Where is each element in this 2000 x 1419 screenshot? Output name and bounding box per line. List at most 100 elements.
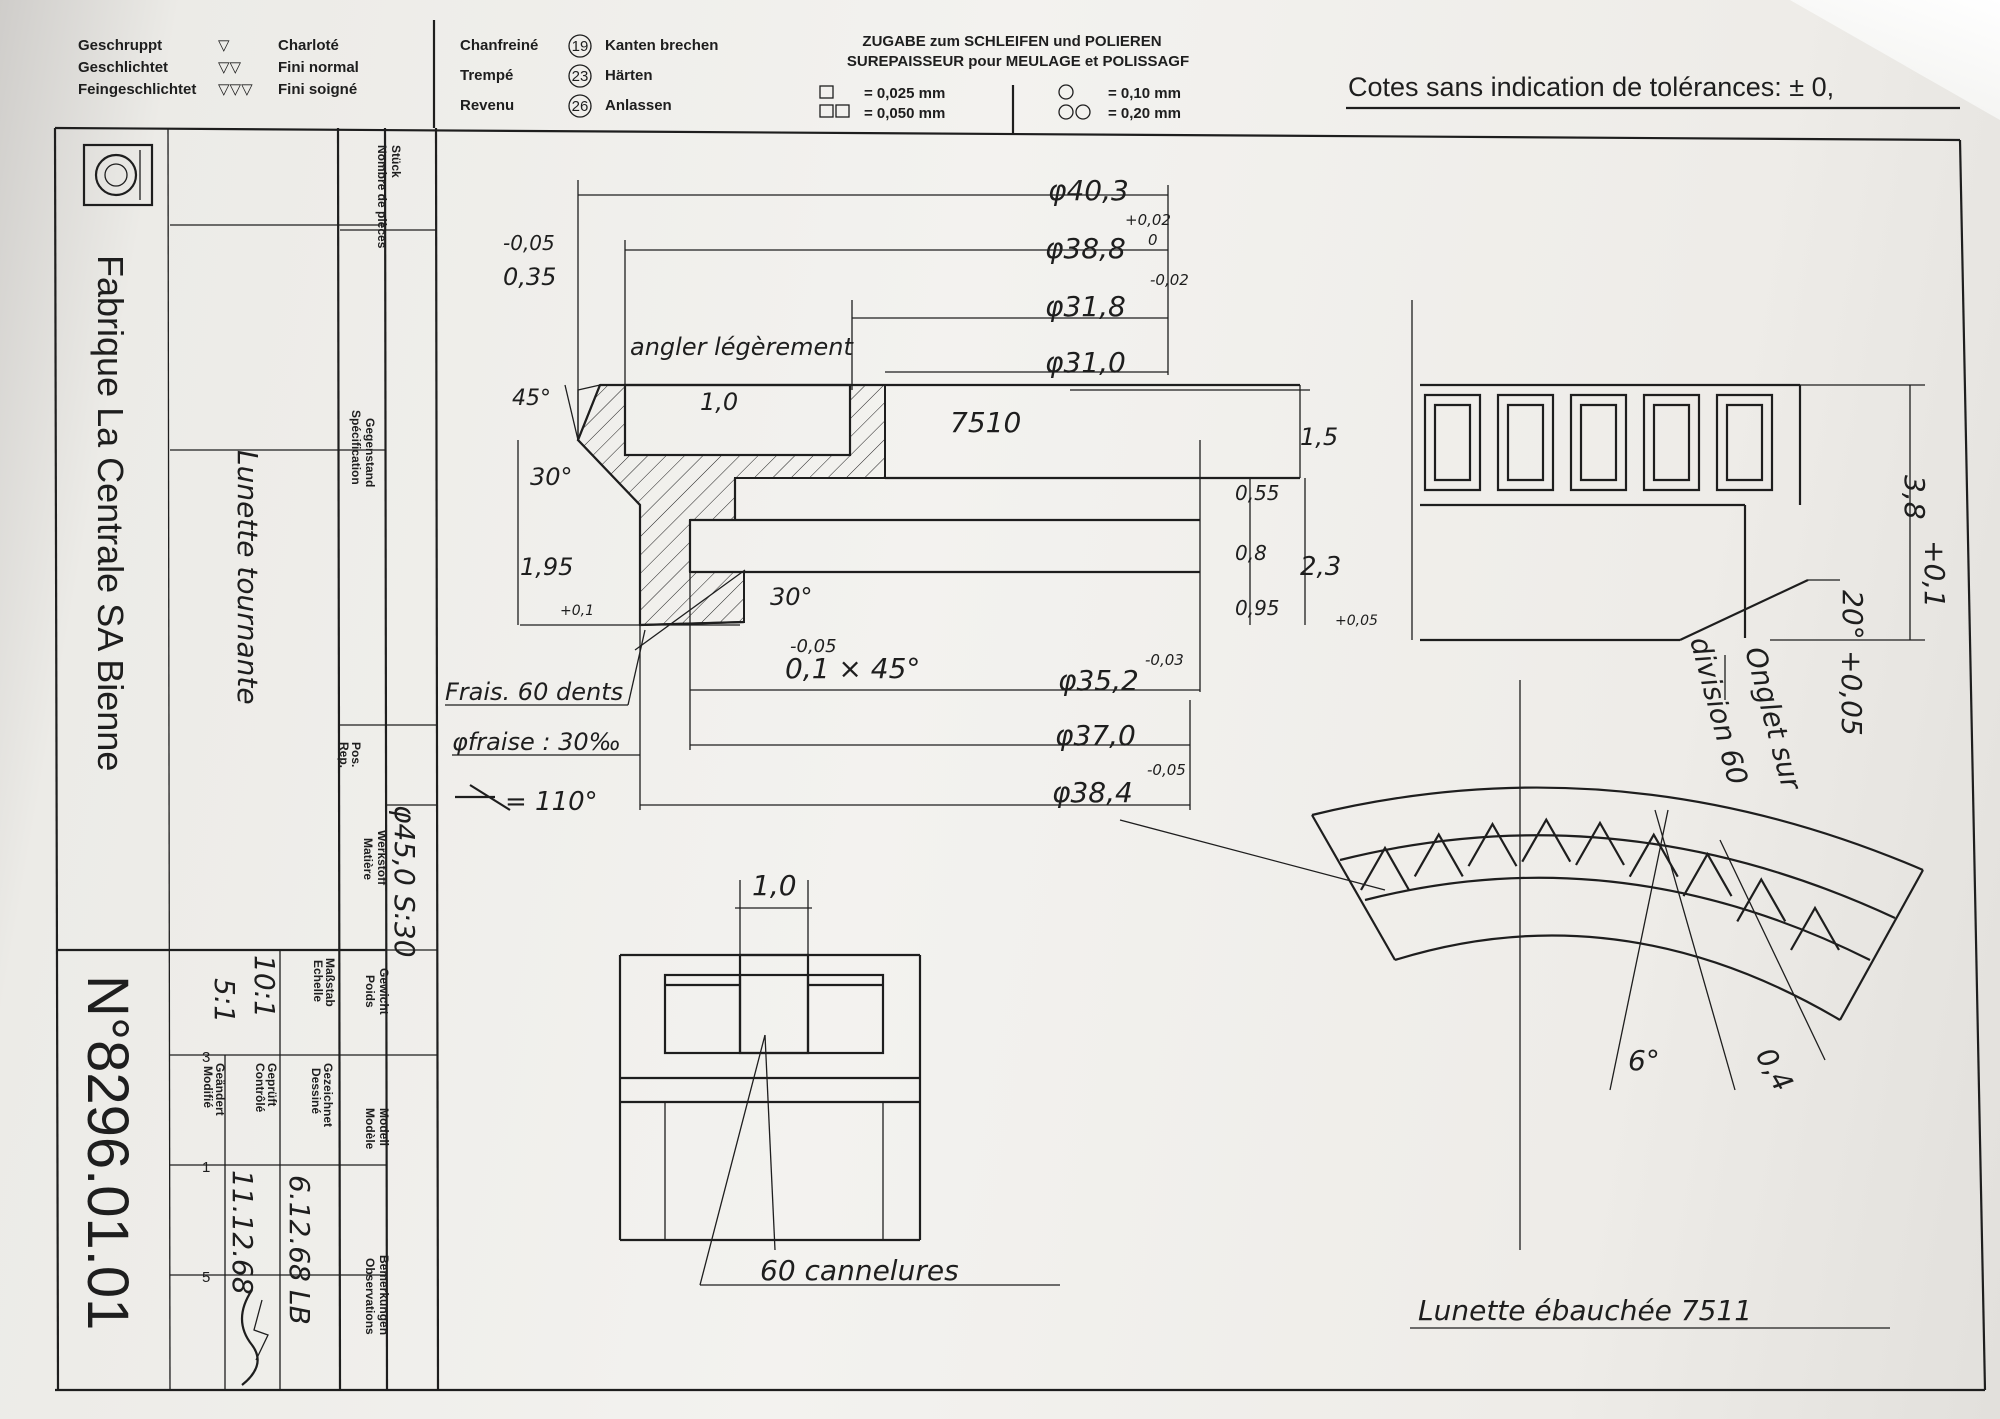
section-view: φ40,3 φ38,8 φ31,8 φ31,0 φ35,2 φ37,0 φ38,…: [445, 174, 1378, 817]
ref-part-7510: 7510: [950, 406, 1021, 439]
svg-text:Rep.: Rep.: [337, 742, 351, 768]
op-circle-3: [568, 94, 592, 118]
label-pos: Pos.: [349, 742, 363, 767]
svg-text:Matière: Matière: [361, 838, 375, 880]
arc-dim: 0,4: [1749, 1042, 1800, 1097]
blank-view: 3,8 +0,1 20° +0,05 Onglet sur division 6…: [1410, 300, 1951, 1329]
finish-fr-2: Fini normal: [278, 59, 359, 76]
finish-fr-1: Charloté: [278, 37, 339, 54]
label-rep: Rep.: [337, 742, 351, 768]
dim-005-b: -0,05: [790, 636, 837, 657]
label-controle: Contrôlé: [253, 1063, 267, 1113]
label-observations: Observations: [363, 1258, 377, 1335]
svg-text:Poids: Poids: [363, 975, 377, 1008]
company-name: Fabrique La Centrale SA Bienne: [90, 255, 131, 771]
finish-mark-1: ▽: [218, 37, 230, 54]
label-echelle: Echelle: [311, 960, 325, 1002]
svg-text:Echelle: Echelle: [311, 960, 325, 1002]
frame-top: [54, 126, 1961, 142]
svg-text:Bemerkungen: Bemerkungen: [377, 1255, 391, 1335]
allowance-title-fr: SUREPAISSEUR pour MEULAGE et POLISSAGF: [847, 53, 1189, 70]
chamfer-note: angler légèrement: [630, 333, 855, 361]
svg-text:Lunette tournante: Lunette tournante: [231, 450, 264, 705]
dim-d352: φ35,2: [1058, 664, 1139, 697]
finish-de-3: Feingeschlichtet: [78, 81, 196, 98]
label-geprueft: Geprüft: [265, 1063, 279, 1106]
note-fraise: φfraise : 30‰: [452, 728, 621, 756]
op-fr-2: Trempé: [460, 67, 513, 84]
dim-d403: φ40,3: [1048, 174, 1129, 207]
allowance-legend: ZUGABE zum SCHLEIFEN und POLIEREN SUREPA…: [819, 33, 1189, 133]
tol-4: -0,03: [1145, 651, 1184, 669]
allowance-3: = 0,10 mm: [1108, 85, 1181, 102]
frame-left: [53, 127, 60, 1391]
dim-30deg-b: 30°: [770, 583, 813, 611]
circle-symbol-1: [1058, 84, 1074, 100]
initials: LB: [283, 1290, 316, 1325]
allowance-2: = 0,050 mm: [864, 105, 945, 122]
label-werkstoff: Werkstoff: [375, 830, 389, 886]
blank-angle-tol: +0,05: [1835, 650, 1868, 736]
arc-tooth: [1575, 820, 1625, 866]
label-dessine: Dessiné: [309, 1068, 323, 1114]
op-num-3: 26: [572, 98, 589, 115]
label-specification: Spécification: [349, 410, 363, 485]
cannelure-width: 1,0: [752, 869, 797, 902]
op-num-1: 19: [572, 38, 589, 55]
svg-text:Contrôlé: Contrôlé: [253, 1063, 267, 1113]
blank-tooth: [1569, 393, 1628, 492]
label-stueck: Stück: [389, 145, 403, 178]
scale-1: 10:1: [248, 955, 281, 1018]
svg-text:Spécification: Spécification: [349, 410, 363, 485]
op-de-3: Anlassen: [605, 97, 672, 114]
dim-d318: φ31,8: [1045, 290, 1126, 323]
signature: [240, 1289, 259, 1386]
arc-tooth: [1521, 817, 1572, 863]
date-drawn: 6.12.68: [283, 1175, 316, 1282]
op-de-1: Kanten brechen: [605, 37, 718, 54]
label-gegenstand: Gegenstand: [363, 418, 377, 487]
cannelures-label: 60 cannelures: [760, 1254, 959, 1287]
operations-legend: Chanfreiné Trempé Revenu 19 23 26 Kanten…: [460, 34, 718, 118]
svg-text:Nombre de pièces: Nombre de pièces: [375, 145, 389, 249]
finish-de-1: Geschruppt: [78, 37, 162, 54]
frame-right: [1958, 139, 1987, 1391]
svg-text:11.12.68: 11.12.68: [226, 1170, 259, 1295]
op-num-2: 23: [572, 68, 589, 85]
arc-teeth: [1360, 817, 1840, 951]
arc-tooth: [1736, 877, 1787, 922]
blank-tooth: [1715, 393, 1774, 492]
drawing-number: N°8296.01.01: [75, 975, 140, 1330]
svg-text:Modell: Modell: [377, 1108, 391, 1146]
finish-de-2: Geschlichtet: [78, 59, 168, 76]
svg-text:Observations: Observations: [363, 1258, 377, 1335]
square-symbol-2a: [819, 104, 834, 118]
svg-text:φ45,0 S:30: φ45,0 S:30: [388, 805, 421, 958]
tol-1: +0,02: [1125, 211, 1171, 229]
note-angle: = 110°: [505, 787, 598, 817]
label-matiere: Matière: [361, 838, 375, 880]
svg-text:Pos.: Pos.: [349, 742, 363, 767]
svg-text:10:1: 10:1: [248, 955, 281, 1018]
blank-tooth: [1642, 393, 1701, 492]
label-bemerkungen: Bemerkungen: [377, 1255, 391, 1335]
dim-055: 0,55: [1235, 481, 1280, 505]
blank-height-tol: +0,1: [1918, 540, 1951, 608]
tol-3: -0,02: [1150, 271, 1189, 289]
arc-tooth: [1790, 905, 1840, 951]
op-circle-1: [568, 34, 592, 58]
allowance-title-de: ZUGABE zum SCHLEIFEN und POLIEREN: [862, 33, 1161, 50]
teeth-row: [1423, 393, 1774, 492]
blank-title: Lunette ébauchée 7511: [1418, 1294, 1752, 1327]
material-value: φ45,0 S:30: [388, 805, 421, 958]
svg-text:Werkstoff: Werkstoff: [375, 830, 389, 886]
dim-10: 1,0: [700, 388, 738, 416]
circle-symbol-2a: [1058, 104, 1074, 120]
arc-angle: 6°: [1628, 1044, 1660, 1077]
dim-195-tol: +0,1: [560, 603, 594, 619]
arc-tooth: [1467, 821, 1518, 867]
label-geaendert: Geändert: [213, 1063, 227, 1116]
svg-text:Fabrique La Centrale SA Bienne: Fabrique La Centrale SA Bienne: [90, 255, 131, 771]
svg-text:LB: LB: [283, 1290, 316, 1325]
